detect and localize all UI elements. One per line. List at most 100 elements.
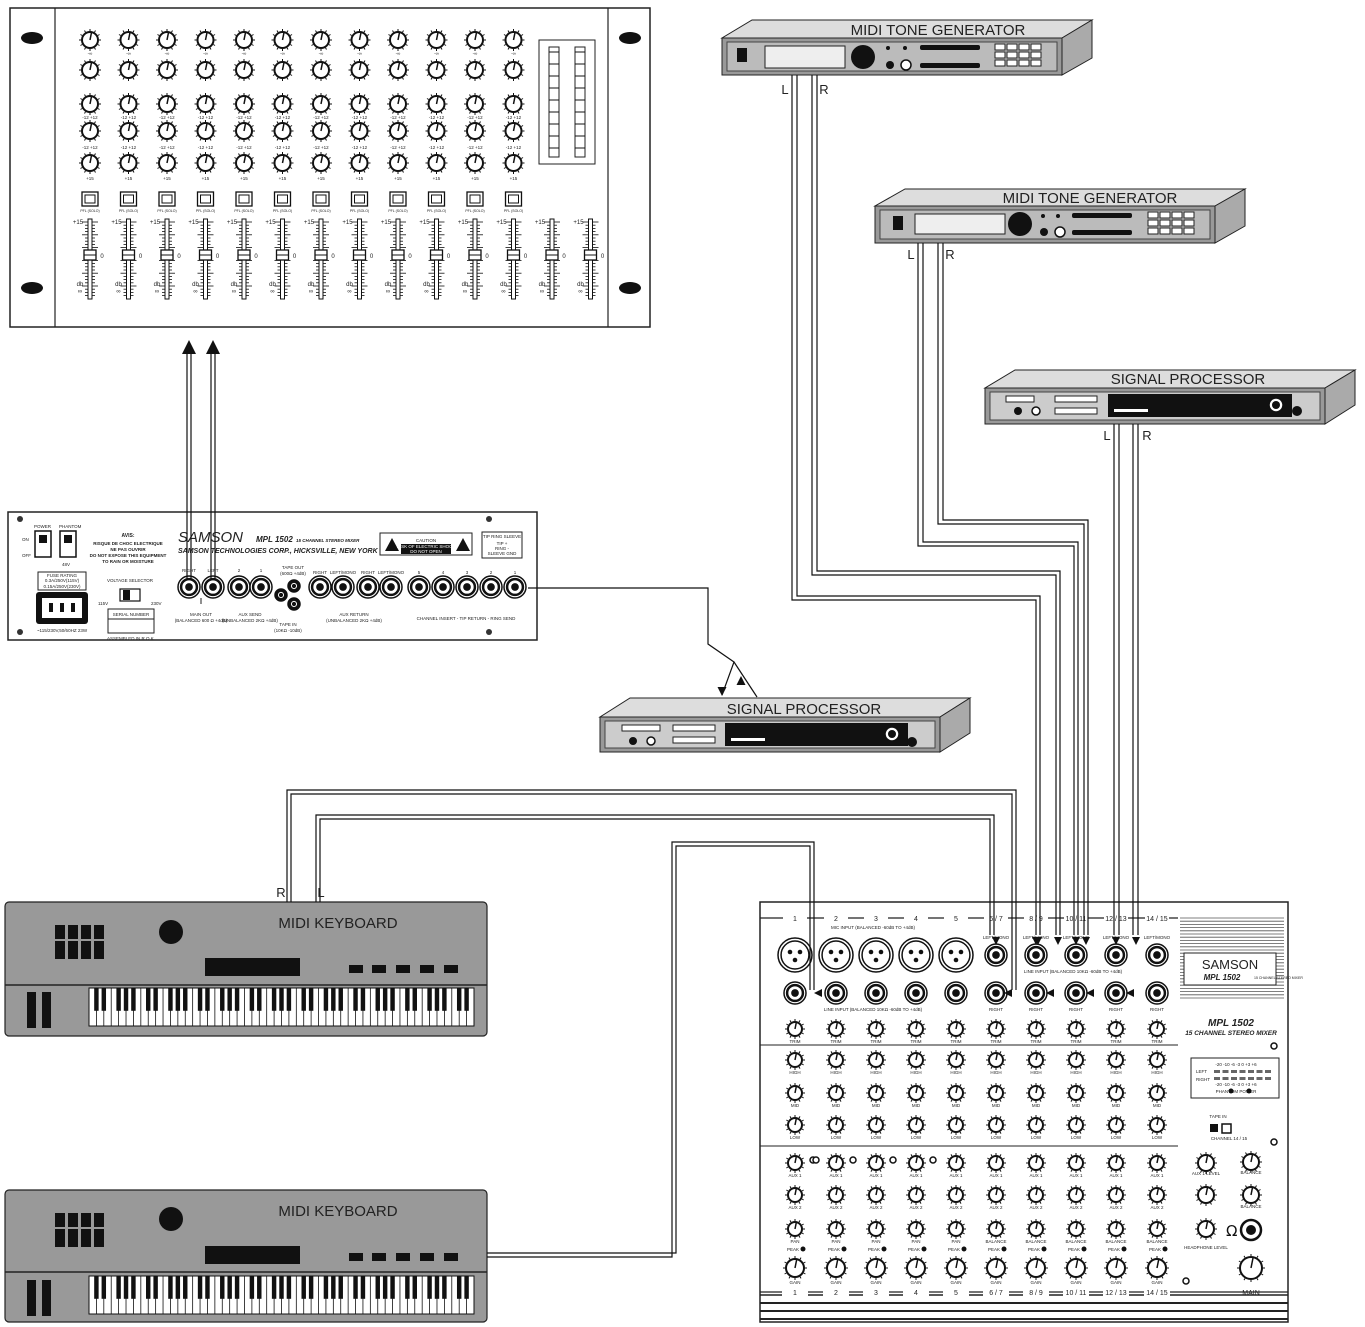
- channel-knob[interactable]: MID: [1026, 1083, 1046, 1108]
- output-jack[interactable]: [249, 575, 273, 599]
- rack-eq-knob[interactable]: [425, 152, 448, 174]
- input-jack[interactable]: [431, 575, 455, 599]
- rack-level-knob[interactable]: [464, 29, 486, 51]
- channel-knob[interactable]: AUX 1: [906, 1153, 926, 1178]
- channel-knob[interactable]: AUX 1: [866, 1153, 886, 1178]
- rack-eq-knob[interactable]: [464, 59, 486, 81]
- input-jack[interactable]: [455, 575, 479, 599]
- rack-eq-knob[interactable]: [464, 93, 486, 115]
- output-jack[interactable]: [201, 575, 225, 599]
- channel-knob[interactable]: PAN: [946, 1219, 966, 1244]
- rack-eq-knob[interactable]: [117, 93, 140, 115]
- input-jack[interactable]: [331, 575, 355, 599]
- channel-knob[interactable]: TRIM: [1066, 1019, 1086, 1044]
- rack-eq-knob[interactable]: [156, 120, 178, 142]
- channel-knob[interactable]: MID: [1147, 1083, 1167, 1108]
- channel-knob[interactable]: LOW: [946, 1115, 966, 1140]
- channel-knob[interactable]: MID: [986, 1083, 1006, 1108]
- pfl-solo-button[interactable]: PFL (SOLO): [465, 191, 485, 213]
- line-left-mono-jack[interactable]: [1104, 943, 1128, 967]
- line-left-mono-jack[interactable]: [1145, 943, 1169, 967]
- rack-level-knob[interactable]: [233, 29, 255, 51]
- mic-xlr-input[interactable]: [898, 937, 934, 973]
- line-right-jack[interactable]: [1145, 981, 1169, 1005]
- channel-knob[interactable]: BALANCE: [1065, 1219, 1087, 1244]
- channel-knob[interactable]: TRIM: [826, 1019, 846, 1044]
- channel-knob[interactable]: TRIM: [785, 1019, 805, 1044]
- channel-knob[interactable]: LOW: [1026, 1115, 1046, 1140]
- channel-knob[interactable]: HIGH: [866, 1050, 886, 1075]
- pfl-solo-button[interactable]: PFL (SOLO): [388, 191, 408, 213]
- output-jack[interactable]: [177, 575, 201, 599]
- channel-knob[interactable]: HIGH: [785, 1050, 805, 1075]
- channel-knob[interactable]: LOW: [785, 1115, 805, 1140]
- channel-knob[interactable]: AUX 1: [1026, 1153, 1046, 1178]
- channel-knob[interactable]: HIGH: [1066, 1050, 1086, 1075]
- line-input-jack[interactable]: [944, 981, 968, 1005]
- aux-level-knob[interactable]: [1195, 1152, 1217, 1174]
- line-right-jack[interactable]: [1024, 981, 1048, 1005]
- channel-knob[interactable]: PAN: [785, 1219, 805, 1244]
- rack-eq-knob[interactable]: [233, 152, 255, 174]
- line-right-jack[interactable]: [984, 981, 1008, 1005]
- main-level-knob[interactable]: [1237, 1254, 1265, 1282]
- channel-knob[interactable]: BALANCE: [985, 1219, 1007, 1244]
- rack-eq-knob[interactable]: [233, 59, 255, 81]
- channel-knob[interactable]: GAIN: [1145, 1256, 1169, 1285]
- input-jack[interactable]: [356, 575, 380, 599]
- output-jack[interactable]: [227, 575, 251, 599]
- channel-knob[interactable]: LOW: [826, 1115, 846, 1140]
- channel-knob[interactable]: GAIN: [864, 1256, 888, 1285]
- channel-knob[interactable]: AUX 2: [1026, 1185, 1046, 1210]
- rack-level-knob[interactable]: [271, 29, 294, 51]
- channel-knob[interactable]: MID: [826, 1083, 846, 1108]
- rack-eq-knob[interactable]: [117, 120, 140, 142]
- rack-eq-knob[interactable]: [79, 93, 101, 115]
- rack-level-knob[interactable]: [194, 29, 217, 51]
- balance-knob[interactable]: [1240, 1184, 1262, 1206]
- pfl-solo-button[interactable]: PFL (SOLO): [196, 191, 215, 213]
- line-input-jack[interactable]: [904, 981, 928, 1005]
- rack-level-knob[interactable]: [156, 29, 178, 51]
- channel-knob[interactable]: GAIN: [1104, 1256, 1128, 1285]
- channel-knob[interactable]: HIGH: [826, 1050, 846, 1075]
- channel-knob[interactable]: AUX 2: [826, 1185, 846, 1210]
- pfl-solo-button[interactable]: PFL (SOLO): [350, 191, 369, 213]
- channel-knob[interactable]: AUX 1: [1106, 1153, 1126, 1178]
- headphone-level-knob[interactable]: [1195, 1218, 1217, 1240]
- channel-knob[interactable]: AUX 2: [785, 1185, 805, 1210]
- rack-eq-knob[interactable]: [502, 59, 525, 81]
- power-switch[interactable]: [34, 530, 52, 558]
- channel-knob[interactable]: HIGH: [906, 1050, 926, 1075]
- channel-knob[interactable]: GAIN: [904, 1256, 928, 1285]
- channel-knob[interactable]: AUX 2: [1147, 1185, 1167, 1210]
- rack-eq-knob[interactable]: [310, 59, 332, 81]
- rack-eq-knob[interactable]: [387, 59, 409, 81]
- rack-level-knob[interactable]: [502, 29, 525, 51]
- tape-out-jack[interactable]: [287, 579, 301, 593]
- rack-eq-knob[interactable]: [271, 93, 294, 115]
- channel-knob[interactable]: BALANCE: [1105, 1219, 1127, 1244]
- rack-eq-knob[interactable]: [79, 59, 101, 81]
- channel-knob[interactable]: MID: [1106, 1083, 1126, 1108]
- rack-eq-knob[interactable]: [233, 120, 255, 142]
- channel-knob[interactable]: LOW: [1106, 1115, 1126, 1140]
- channel-knob[interactable]: PAN: [906, 1219, 926, 1244]
- rack-level-knob[interactable]: [310, 29, 332, 51]
- channel-knob[interactable]: LOW: [906, 1115, 926, 1140]
- channel-knob[interactable]: LOW: [1147, 1115, 1167, 1140]
- rack-eq-knob[interactable]: [502, 120, 525, 142]
- rack-eq-knob[interactable]: [310, 93, 332, 115]
- channel-knob[interactable]: TRIM: [1147, 1019, 1167, 1044]
- channel-knob[interactable]: AUX 2: [866, 1185, 886, 1210]
- balance-knob[interactable]: [1240, 1151, 1262, 1173]
- channel-knob[interactable]: AUX 1: [785, 1153, 805, 1178]
